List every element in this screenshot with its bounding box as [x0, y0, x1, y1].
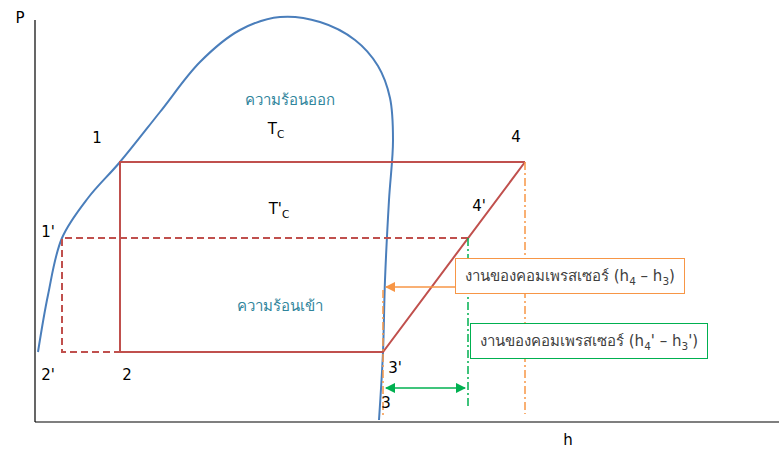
cycle-line-dashed: [62, 238, 468, 352]
cycle-line: [120, 162, 525, 352]
h-axis: [35, 421, 779, 422]
axis-label: P: [15, 9, 24, 27]
temperature-label: TC: [268, 120, 285, 138]
label-text: T'C: [269, 200, 290, 218]
heat-label: ความร้อนเข้า: [237, 294, 323, 318]
axis-label: h: [563, 431, 573, 449]
state-number: 3': [388, 359, 402, 377]
label-text: P: [15, 9, 24, 27]
label-text: ความร้อนเข้า: [237, 297, 323, 315]
formula-text: งานของคอมเพรสเซอร์ (h4' – h3'): [480, 329, 698, 353]
formula-text: งานของคอมเพรสเซอร์ (h4 – h3): [465, 264, 675, 288]
p-axis: [34, 20, 35, 422]
label-text: h: [563, 431, 573, 449]
saturation-dome: [38, 17, 393, 420]
label-text: 2: [122, 366, 132, 384]
label-text: TC: [268, 120, 285, 138]
state-number: 2': [41, 366, 55, 384]
formula-box: งานของคอมเพรสเซอร์ (h4 – h3): [455, 258, 685, 294]
label-text: 4': [472, 197, 486, 215]
label-text: 4: [511, 128, 521, 146]
state-number: 3: [381, 394, 391, 412]
state-number: 1: [92, 129, 102, 147]
state-number: 4: [511, 128, 521, 146]
label-text: 3: [381, 394, 391, 412]
work-arrow: [386, 387, 465, 389]
temperature-label: T'C: [269, 200, 290, 218]
formula-box: งานของคอมเพรสเซอร์ (h4' – h3'): [470, 323, 708, 359]
state-number: 4': [472, 197, 486, 215]
label-text: 1': [41, 223, 55, 241]
state-number: 1': [41, 223, 55, 241]
label-text: 3': [388, 359, 402, 377]
state-number: 2: [122, 366, 132, 384]
label-text: 1: [92, 129, 102, 147]
label-text: 2': [41, 366, 55, 384]
heat-label: ความร้อนออก: [245, 88, 335, 112]
label-text: ความร้อนออก: [245, 91, 335, 109]
